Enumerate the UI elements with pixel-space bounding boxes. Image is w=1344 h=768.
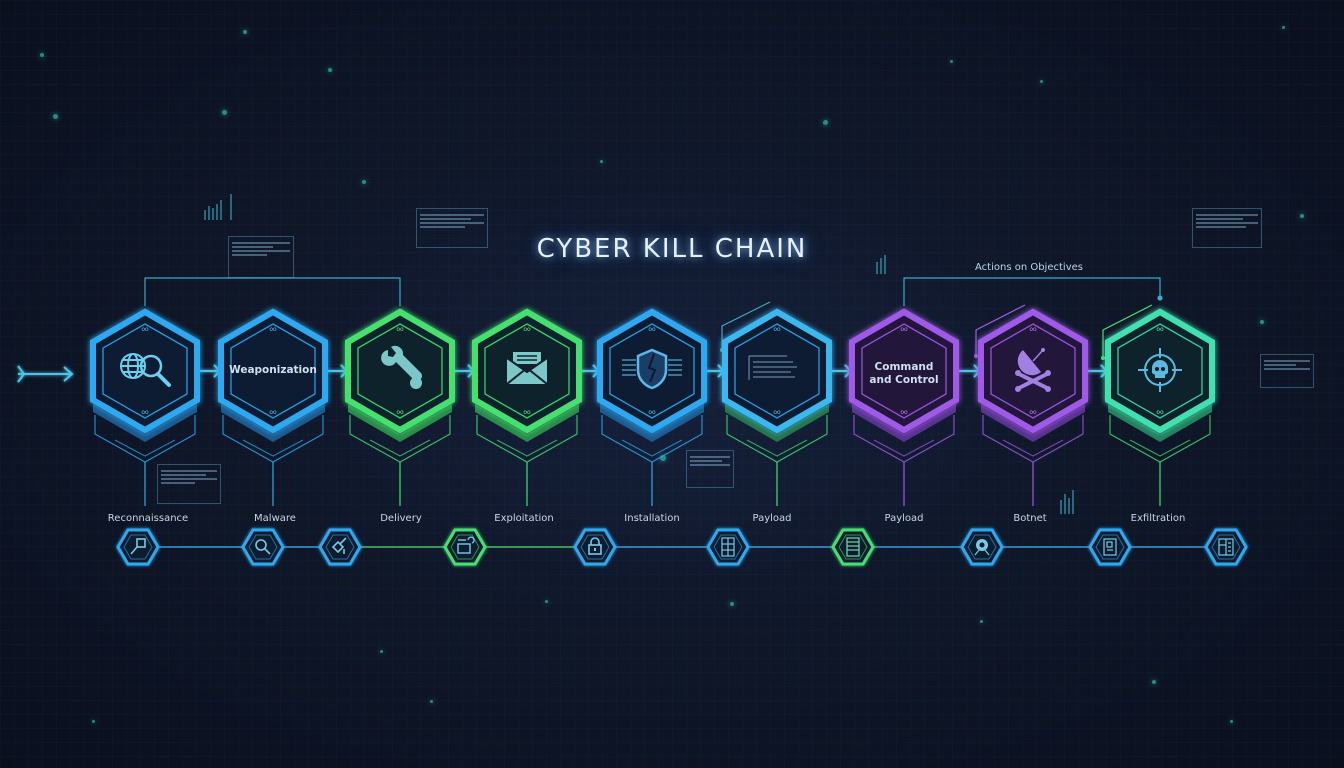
bottom-node-10 (1204, 528, 1248, 566)
stage-6-hex: oo oo (722, 308, 832, 506)
envelope-icon (506, 350, 548, 385)
svg-text:oo: oo (1156, 326, 1164, 333)
magnifier-icon (130, 538, 146, 555)
server-icon (721, 537, 735, 557)
svg-text:oo: oo (648, 409, 656, 416)
hud-panel (1192, 208, 1262, 248)
stage-9-hex: oo oo (1105, 308, 1215, 506)
svg-text:oo: oo (900, 409, 908, 416)
stage-5-hex: oo oo (597, 308, 707, 506)
bottom-node-3 (318, 528, 362, 566)
hud-panel (1260, 354, 1314, 388)
stage-8-hex: oo oo (978, 308, 1088, 506)
bottom-label-exfiltration: Exfiltration (1130, 513, 1186, 524)
lock-icon (588, 537, 602, 555)
entry-arrow-icon (17, 365, 74, 383)
stage-4-hex: oo oo (472, 308, 582, 506)
bottom-label-malware: Malware (254, 513, 296, 524)
bottom-label-delivery: Delivery (380, 513, 422, 524)
file-icon (1103, 538, 1117, 556)
hud-panel (157, 464, 221, 504)
bottom-node-4 (443, 528, 487, 566)
bottom-node-7 (831, 528, 875, 566)
svg-text:oo: oo (773, 409, 781, 416)
stage-7-hex: oo oo (849, 308, 959, 506)
bottom-label-payload-2: Payload (884, 513, 924, 524)
svg-text:oo: oo (269, 409, 277, 416)
stage-7-label: Command and Control (854, 361, 954, 387)
wrench-icon (381, 345, 422, 389)
bottom-label-payload-1: Payload (752, 513, 792, 524)
svg-text:oo: oo (773, 326, 781, 333)
top-bracket-right (903, 277, 1163, 306)
svg-text:oo: oo (523, 409, 531, 416)
stage-2-hex: oo oo (218, 308, 328, 506)
svg-text:oo: oo (141, 409, 149, 416)
svg-text:oo: oo (141, 326, 149, 333)
bottom-node-9 (1088, 528, 1132, 566)
bottom-label-botnet: Botnet (1013, 513, 1047, 524)
stage-1-hex: oo oo (90, 308, 200, 506)
bot-icon (974, 539, 990, 556)
shield-icon (622, 348, 682, 390)
svg-text:oo: oo (648, 326, 656, 333)
svg-text:oo: oo (1156, 409, 1164, 416)
shovel-icon (331, 537, 347, 554)
bottom-label-installation: Installation (624, 513, 680, 524)
bottom-node-2 (241, 528, 285, 566)
search-icon (255, 539, 271, 555)
svg-text:oo: oo (1029, 409, 1037, 416)
svg-text:oo: oo (900, 326, 908, 333)
svg-text:oo: oo (269, 326, 277, 333)
page-title: CYBER KILL CHAIN (536, 234, 808, 264)
satellite-crossbones-icon (1015, 348, 1051, 392)
decorative-bar-chart (204, 194, 1074, 514)
globe-search-icon (120, 353, 171, 387)
stage-3-hex: oo oo (345, 308, 455, 506)
bottom-label-exploitation: Exploitation (494, 513, 554, 524)
svg-text:oo: oo (1029, 326, 1037, 333)
actions-on-objectives-label: Actions on Objectives (975, 262, 1083, 273)
document-icon (748, 355, 797, 380)
bottom-label-reconnaissance: Reconnaissance (107, 513, 189, 524)
bottom-node-8 (960, 528, 1004, 566)
svg-text:oo: oo (396, 326, 404, 333)
toolbox-icon (457, 536, 475, 554)
bottom-node-6 (706, 528, 750, 566)
bottom-node-1 (116, 528, 160, 566)
hud-panel (416, 208, 488, 248)
stage-2-label: Weaponization (229, 364, 317, 376)
svg-text:oo: oo (396, 409, 404, 416)
svg-text:oo: oo (523, 326, 531, 333)
skull-target-icon (1138, 348, 1182, 392)
stage-7-label-line1: Command (874, 361, 934, 373)
bottom-node-5 (573, 528, 617, 566)
list-icon (846, 537, 860, 557)
hud-panel (686, 450, 734, 488)
top-bracket-left (144, 277, 401, 306)
stage-7-label-line2: and Control (869, 374, 939, 386)
panel-icon (1218, 538, 1234, 556)
